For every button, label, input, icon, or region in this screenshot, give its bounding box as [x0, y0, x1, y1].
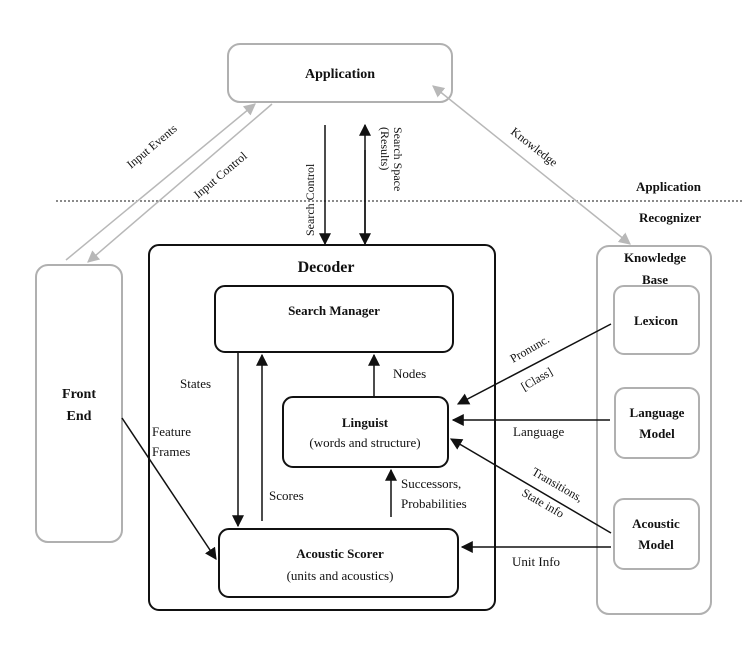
acoustic-scorer-box: Acoustic Scorer (units and acoustics)	[218, 528, 459, 598]
acoustic-model-label-line1: Acoustic	[632, 516, 680, 531]
application-region-label: Application	[636, 179, 702, 194]
states-label: States	[180, 376, 211, 391]
input-control-label: Input Control	[191, 148, 250, 201]
lexicon-box: Lexicon	[613, 285, 700, 355]
language-model-label-line1: Language	[630, 405, 685, 420]
results-label: (Results)	[378, 127, 392, 170]
knowledge-label: Knowledge	[508, 124, 560, 169]
search-space-label: Search Space	[391, 127, 405, 191]
unit-info-label: Unit Info	[512, 554, 560, 569]
language-model-box: Language Model	[614, 387, 700, 459]
feature-frames-label-line1: Feature	[152, 424, 191, 439]
pronunc-label: Pronunc.	[508, 332, 552, 366]
front-end-label-line1: Front	[62, 387, 96, 402]
search-manager-box: Search Manager	[214, 285, 454, 353]
knowledge-base-label-line1: Knowledge	[624, 250, 686, 265]
pronunciation-arrow	[456, 323, 612, 405]
nodes-label: Nodes	[393, 366, 426, 381]
acoustic-scorer-subtitle: (units and acoustics)	[287, 568, 394, 583]
feature-frames-arrow	[121, 417, 217, 560]
input-control-arrow	[87, 103, 273, 263]
application-box: Application	[227, 43, 453, 103]
acoustic-model-label-line2: Model	[638, 537, 674, 552]
application-title: Application	[305, 67, 375, 82]
input-events-arrow	[65, 103, 256, 261]
recognizer-region-label: Recognizer	[639, 210, 701, 225]
acoustic-model-box: Acoustic Model	[613, 498, 700, 570]
feature-frames-label-line2: Frames	[152, 444, 190, 459]
transitions-arrow	[449, 438, 612, 534]
input-events-label: Input Events	[124, 121, 180, 171]
linguist-title: Linguist	[342, 415, 389, 430]
search-control-label: Search Control	[303, 163, 317, 236]
acoustic-scorer-title: Acoustic Scorer	[296, 546, 384, 561]
linguist-subtitle: (words and structure)	[309, 435, 420, 450]
scores-label: Scores	[269, 488, 304, 503]
lexicon-label: Lexicon	[634, 313, 679, 328]
knowledge-arrow	[432, 85, 631, 245]
language-model-label-line2: Model	[639, 426, 675, 441]
probabilities-label: Probabilities	[401, 496, 467, 511]
front-end-box: Front End	[35, 264, 123, 543]
front-end-label-line2: End	[67, 409, 92, 424]
successors-label: Successors,	[401, 476, 461, 491]
linguist-box: Linguist (words and structure)	[282, 396, 449, 468]
search-manager-label: Search Manager	[288, 303, 380, 318]
language-label: Language	[513, 424, 564, 439]
knowledge-base-label-line2: Base	[642, 272, 668, 287]
decoder-title: Decoder	[298, 259, 355, 276]
